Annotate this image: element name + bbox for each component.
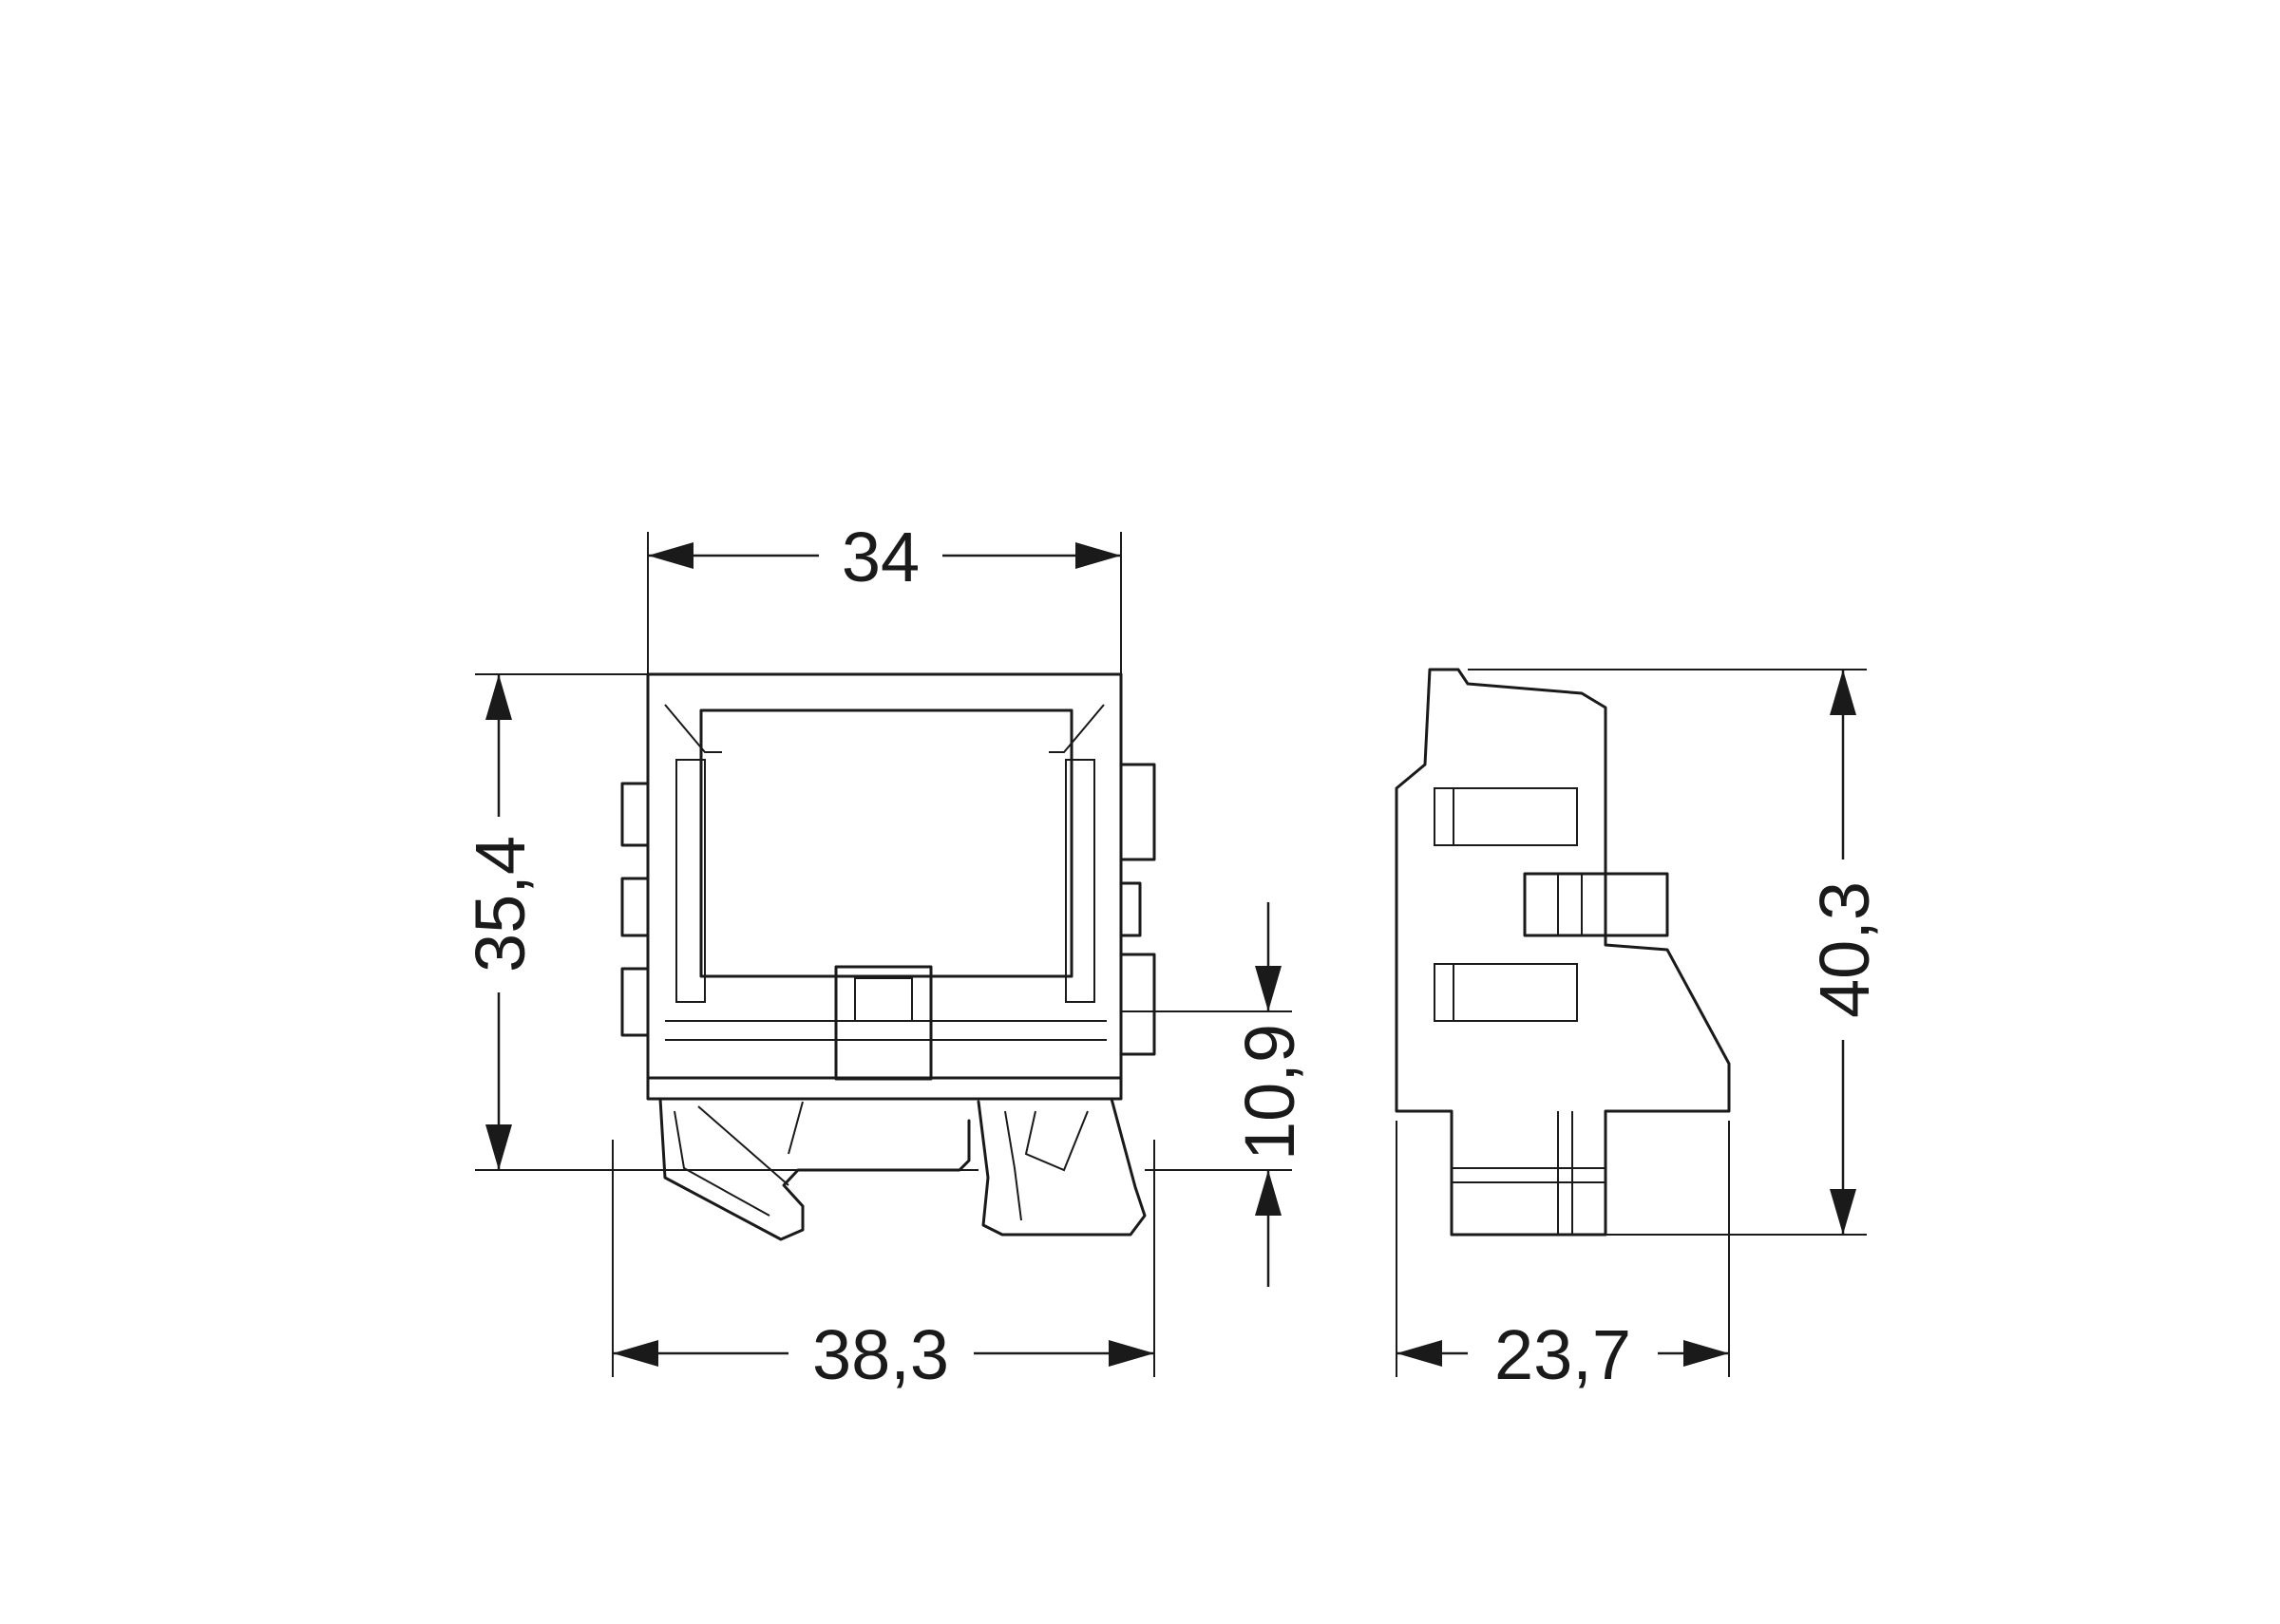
- dimension-lines: [475, 532, 1867, 1377]
- dim-label-40-3: 40,3: [1805, 881, 1884, 1018]
- dim-label-34: 34: [842, 518, 920, 596]
- dim-label-23-7: 23,7: [1494, 1315, 1631, 1394]
- dim-label-10-9: 10,9: [1230, 1024, 1309, 1161]
- front-view: [620, 672, 1156, 1241]
- dim-label-35-4: 35,4: [461, 836, 540, 973]
- side-view: [1395, 668, 1731, 1237]
- dim-label-38-3: 38,3: [812, 1315, 949, 1394]
